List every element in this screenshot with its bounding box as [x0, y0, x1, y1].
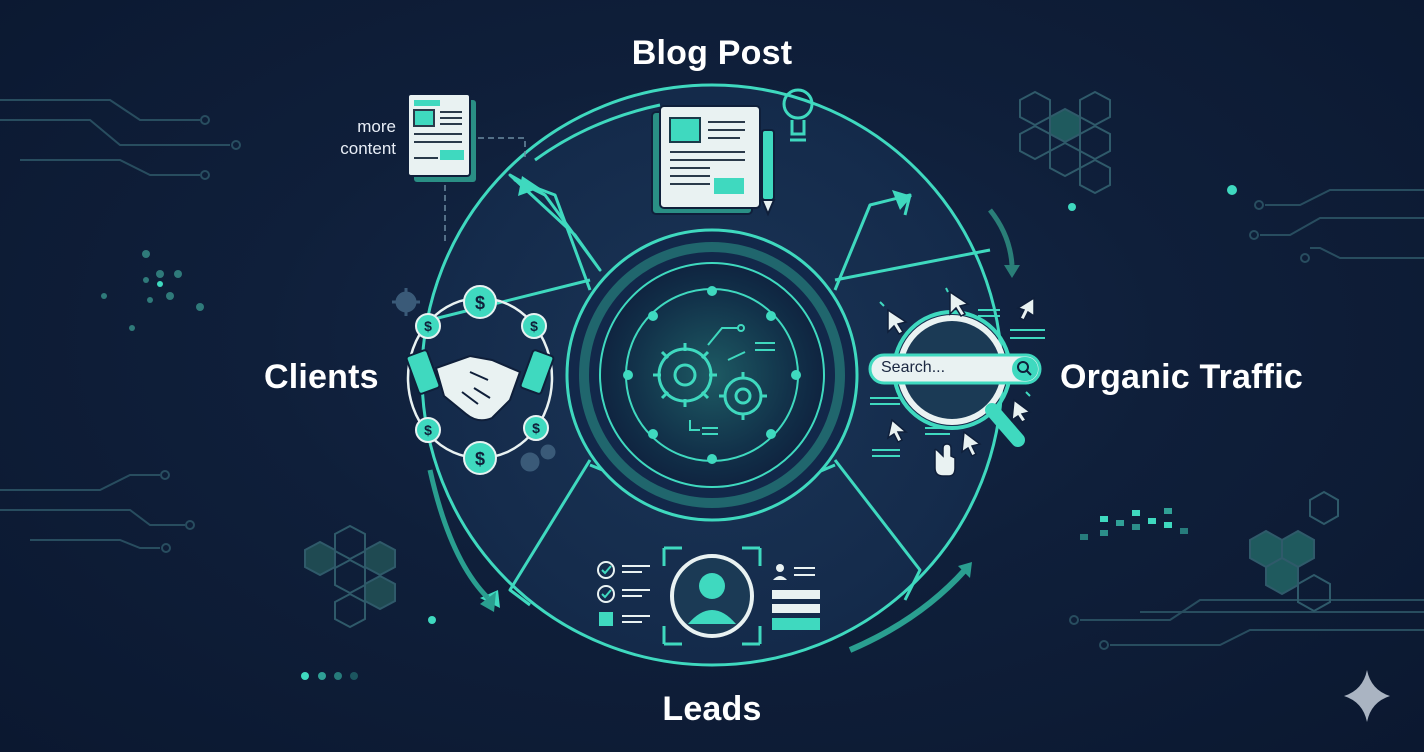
svg-text:$: $	[424, 422, 432, 438]
chevron-bottom-left	[508, 459, 592, 607]
hexagon-cluster-top-right	[1019, 90, 1111, 195]
lightbulb-icon	[782, 88, 814, 142]
stage-label-organic-traffic: Organic Traffic	[1060, 358, 1303, 396]
document-icon	[407, 93, 476, 182]
chevron-left	[429, 278, 591, 322]
svg-text:$: $	[532, 420, 540, 436]
blog-post-illustration	[651, 88, 814, 217]
sparkle-icon	[1344, 670, 1390, 722]
chevron-right	[834, 248, 991, 282]
search-bar	[868, 353, 1042, 385]
stage-label-clients: Clients	[264, 358, 379, 396]
arrow-head-top	[518, 176, 540, 196]
gear-icon	[653, 343, 717, 407]
gear-icon	[719, 372, 767, 420]
circuit-lines-right	[1069, 189, 1424, 650]
central-engine	[565, 228, 859, 522]
hexagon-cluster-bottom-left	[304, 524, 396, 629]
chevron-top-right	[833, 193, 912, 291]
gear-icon	[392, 288, 556, 472]
user-avatar-icon	[670, 554, 754, 638]
more-content-illustration	[407, 93, 526, 245]
lead-form-icon	[772, 564, 820, 630]
stage-label-blog-post: Blog Post	[631, 34, 793, 72]
dot-row-bottom-left	[301, 616, 436, 680]
dollar-coin-icon	[415, 285, 549, 475]
leads-illustration	[597, 546, 820, 646]
stage-label-leads: Leads	[662, 690, 762, 728]
organic-traffic-illustration	[868, 287, 1045, 477]
hexagon-cluster-bottom-right	[1249, 490, 1339, 613]
bar-cluster-right	[1068, 185, 1237, 540]
svg-text:$: $	[530, 318, 538, 334]
handshake-icon	[405, 349, 555, 422]
more-content-text: more content	[340, 117, 396, 158]
svg-text:$: $	[475, 293, 485, 313]
svg-text:$: $	[424, 318, 432, 334]
cursor-icon	[886, 290, 1035, 477]
pen-icon	[760, 129, 776, 217]
search-placeholder-text: Search...	[881, 359, 946, 376]
dot-cluster-left	[101, 250, 204, 331]
document-icon	[651, 105, 761, 215]
svg-text:$: $	[475, 449, 485, 469]
checklist-icon	[597, 561, 650, 626]
clients-illustration: $ $ $ $ $ $	[392, 285, 556, 475]
arrow-top-left	[534, 103, 661, 162]
arrow-head-right	[892, 190, 912, 210]
dashed-connector	[444, 137, 526, 245]
more-content-note: more content	[318, 116, 396, 160]
chevron-right-bottom	[833, 459, 922, 601]
circuit-lines-left	[0, 99, 241, 553]
